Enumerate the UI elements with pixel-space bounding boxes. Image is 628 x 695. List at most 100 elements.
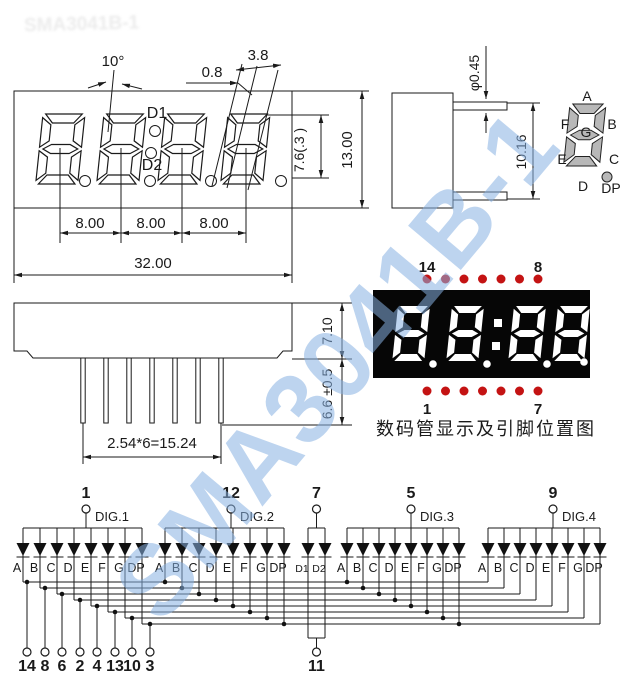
segment-label: B: [30, 561, 38, 575]
digit-pin-number: 12: [222, 485, 240, 502]
bottom-view-pin: [126, 357, 132, 424]
diode-icon: [16, 543, 30, 556]
segment-pin-number: 10: [123, 658, 141, 675]
photo-dp-dot: [483, 360, 491, 368]
diode-icon: [84, 543, 98, 556]
segment-map-label: D: [578, 178, 588, 194]
pin-terminal: [57, 647, 67, 657]
diode-icon: [513, 543, 527, 556]
colon-dot-bottom: [145, 147, 157, 159]
bottom-body: [13, 302, 293, 359]
photo-dp-dot: [580, 358, 588, 366]
photo-dp-dot: [429, 360, 437, 368]
gap-dim-label: 0.8: [202, 64, 223, 81]
digit-height-dim-label: 7.6(.3 ): [291, 128, 307, 172]
diode-icon: [158, 543, 172, 556]
diode-icon: [50, 543, 64, 556]
diode-icon: [260, 543, 274, 556]
segment-label: D: [205, 561, 214, 575]
diode-icon: [545, 543, 559, 556]
depth-dim-label: 10.16: [513, 134, 529, 169]
segment-label: A: [155, 561, 164, 575]
segment-label: G: [256, 561, 266, 575]
diode-icon: [577, 543, 591, 556]
junction-dot: [129, 615, 135, 621]
diode-icon: [33, 543, 47, 556]
colon-pin-number: 11: [308, 658, 325, 675]
pin-terminal: [75, 647, 85, 657]
front-digit-outline: [96, 113, 147, 185]
diode-icon: [593, 543, 607, 556]
pin-dot: [515, 274, 524, 284]
segment-label: G: [573, 561, 583, 575]
junction-dot: [94, 603, 100, 609]
segment-pin-number: 14: [18, 658, 36, 675]
segment-label: D: [63, 561, 72, 575]
pin-terminal: [22, 647, 32, 657]
segment-pin-number: 6: [58, 658, 67, 675]
segwidth-dim-line: [235, 63, 282, 72]
junction-dot: [440, 615, 446, 621]
dig-label: DIG.2: [240, 509, 274, 524]
segment-label: B: [172, 561, 180, 575]
junction-dot: [456, 621, 462, 627]
bottom-view-pin: [218, 357, 224, 424]
segment-label: DP: [269, 561, 286, 575]
segment-dp-dot: [601, 171, 613, 183]
segment-map-label: A: [582, 88, 592, 104]
segment-pin-number: 13: [106, 658, 124, 675]
colon-dot-top: [149, 125, 161, 137]
segment-label: C: [188, 561, 197, 575]
segment-map-label: E: [557, 151, 566, 167]
segment-label: F: [417, 561, 425, 575]
segment-label: F: [240, 561, 248, 575]
junction-dot: [196, 591, 202, 597]
segment-pin-number: 8: [41, 658, 50, 675]
side-view: φ0.45 10.16: [391, 46, 540, 209]
pin-terminal: [548, 504, 558, 514]
segment-map-label: DP: [601, 180, 620, 196]
segment-label: B: [494, 561, 502, 575]
junction-dot: [77, 597, 83, 603]
gap-dim-tail: [237, 82, 253, 96]
pin-terminal: [311, 504, 322, 514]
segment-label: C: [46, 561, 55, 575]
diode-icon: [452, 543, 466, 556]
pin-terminal: [127, 647, 137, 657]
junction-dot: [264, 615, 270, 621]
diode-icon: [226, 543, 240, 556]
segment-pin-number: 2: [76, 658, 85, 675]
pin-dot: [478, 274, 487, 284]
junction-dot: [408, 603, 414, 609]
diode-icon: [118, 543, 132, 556]
pin-dot: [441, 274, 450, 284]
segment-map-label: B: [607, 116, 616, 132]
junction-dot: [376, 591, 382, 597]
segment-map-label: C: [609, 151, 619, 167]
pin-terminal: [226, 504, 236, 514]
diode-icon: [67, 543, 81, 556]
pitch-dim-label: 8.00: [136, 215, 165, 232]
dig-label: DIG.3: [420, 509, 454, 524]
diode-icon: [301, 543, 315, 556]
diode-icon: [318, 543, 332, 556]
pin-dot: [496, 274, 506, 284]
segment-label: A: [337, 561, 346, 575]
front-view: 10° 0.8 3.8 D1 D2 8.00 8.00 8.00 32.00 7…: [13, 47, 369, 283]
diode-icon: [481, 543, 495, 556]
height-dim-label: 13.00: [339, 131, 356, 169]
junction-dot: [281, 621, 287, 627]
bottom-view-pins: [80, 357, 224, 424]
pin-dot: [422, 386, 432, 396]
pin-terminal: [406, 504, 416, 514]
pin-terminal: [92, 647, 102, 657]
decimal-point-circle: [79, 175, 91, 187]
diode-icon: [175, 543, 189, 556]
pin-terminal: [145, 647, 155, 657]
lead-dia-label: φ0.45: [466, 55, 482, 92]
pin-terminal: [40, 647, 50, 657]
diode-icon: [340, 543, 354, 556]
